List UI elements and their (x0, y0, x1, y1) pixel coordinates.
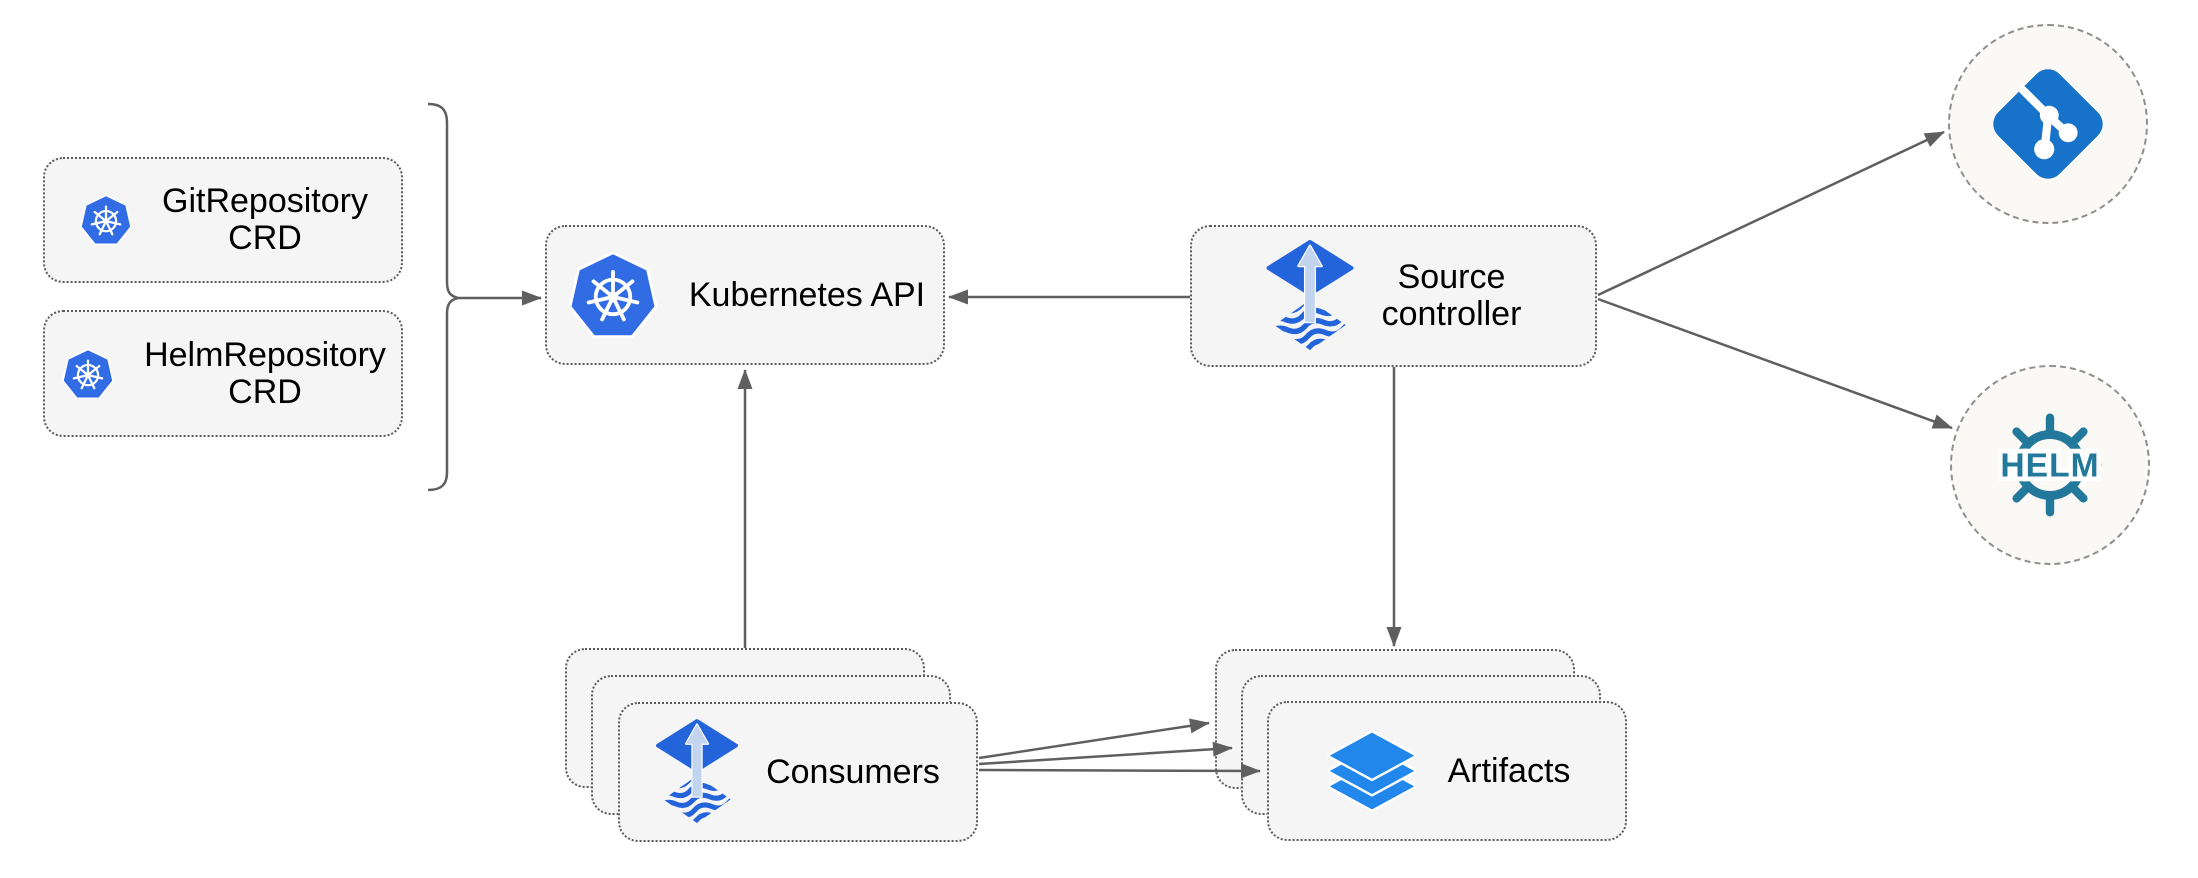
node-label: HelmRepository CRD (144, 337, 386, 410)
label-line: Source (1397, 258, 1506, 297)
helm-icon: HELM (1996, 413, 2103, 517)
flux-icon (656, 719, 739, 824)
edge-consumers-to-artifacts-2 (978, 741, 1233, 766)
edge-source-controller-to-helm-registry (1597, 297, 1953, 430)
node-label: Source controller (1382, 259, 1522, 332)
label-line: controller (1381, 295, 1522, 333)
node-git-registry (1948, 24, 2148, 224)
kubernetes-icon (80, 194, 132, 246)
label-line: CRD (228, 372, 302, 411)
node-helm-repository-crd: HelmRepository CRD (43, 310, 403, 437)
layers-icon (1326, 730, 1417, 812)
node-consumers: Consumers (618, 702, 978, 842)
node-label: Consumers (766, 752, 940, 791)
curly-brace (427, 102, 459, 492)
node-artifacts: Artifacts (1267, 701, 1627, 841)
label-line: GitRepository (162, 182, 368, 221)
label-line: CRD (228, 219, 302, 257)
helm-badge-text: HELM (2000, 448, 2099, 485)
label-line: HelmRepository (144, 335, 386, 374)
node-git-repository-crd: GitRepository CRD (43, 157, 403, 283)
kubernetes-icon (568, 251, 658, 339)
edge-consumers-to-artifacts-1 (978, 718, 1210, 760)
node-kubernetes-api: Kubernetes API (545, 225, 945, 365)
node-label: Kubernetes API (688, 275, 926, 314)
kubernetes-icon (62, 348, 114, 399)
node-source-controller: Source controller (1190, 225, 1597, 367)
node-label: GitRepository CRD (162, 183, 368, 256)
node-helm-registry: HELM (1950, 365, 2150, 565)
flux-icon (1266, 239, 1354, 351)
edge-source-controller-to-git-registry (1597, 130, 1945, 297)
git-icon (1993, 69, 2103, 179)
node-label: Artifacts (1447, 751, 1571, 790)
